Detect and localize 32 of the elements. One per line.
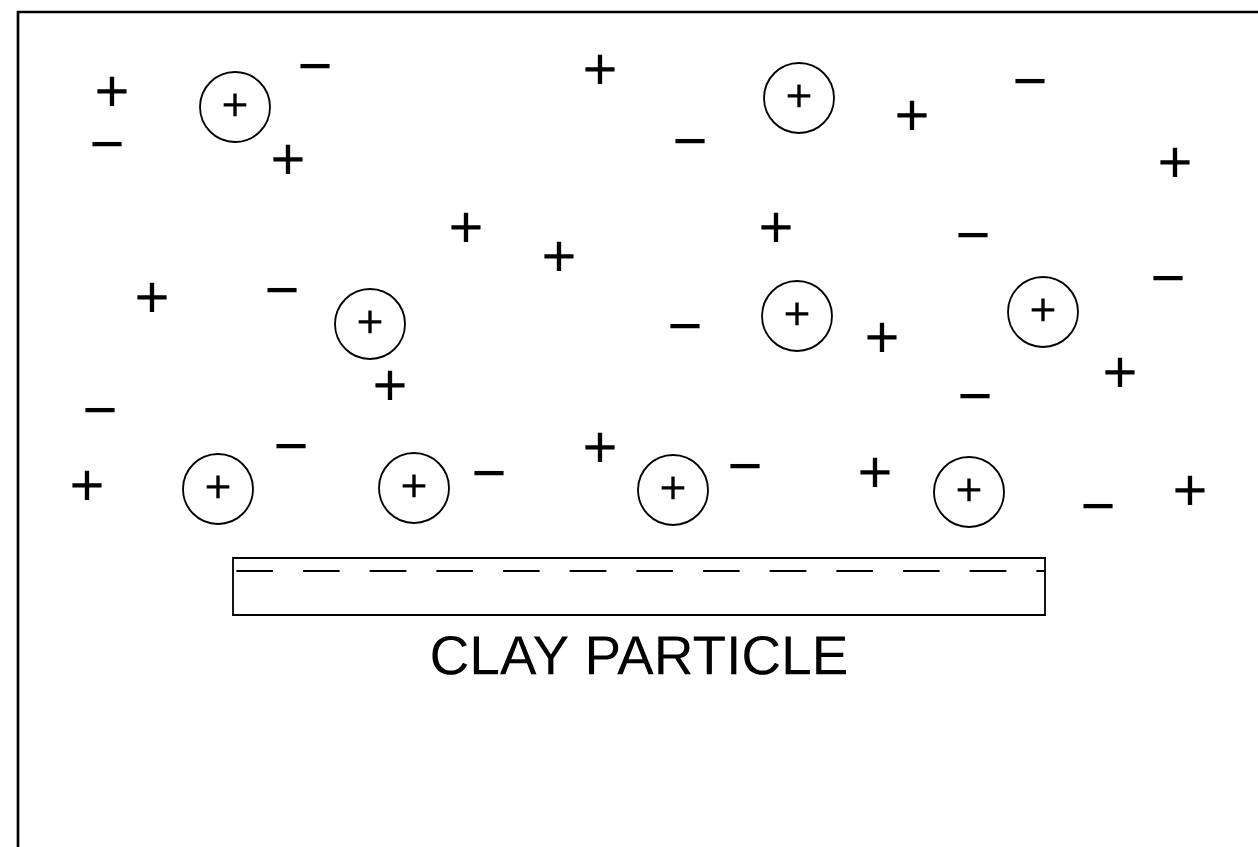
charge-sign: + — [1160, 147, 1190, 178]
charge-sign: + — [451, 212, 481, 243]
charge-sign: + — [585, 432, 615, 463]
charge-sign: − — [670, 323, 700, 329]
charge-sign: + — [375, 370, 405, 401]
charge-sign: − — [1083, 503, 1113, 509]
charge-sign: + — [97, 76, 127, 107]
charge-sign: + — [761, 212, 791, 243]
charge-sign: + — [72, 470, 102, 501]
charge-sign: − — [85, 407, 115, 413]
charge-sign: − — [276, 443, 306, 449]
charge-sign: − — [474, 470, 504, 476]
charge-sign: + — [585, 54, 615, 85]
charge-sign: − — [730, 463, 760, 469]
charge-sign: − — [300, 63, 330, 69]
charge-sign: − — [267, 287, 297, 293]
charge-sign: + — [544, 241, 574, 272]
charge-sign: − — [1153, 275, 1183, 281]
charge-sign: + — [867, 322, 897, 353]
charge-sign: + — [137, 282, 167, 313]
charge-sign: + — [273, 144, 303, 175]
charge-sign: + — [860, 457, 890, 488]
charge-sign: − — [675, 138, 705, 144]
charge-sign: + — [1175, 475, 1205, 506]
charge-sign: − — [1015, 78, 1045, 84]
charge-sign: − — [92, 141, 122, 147]
charge-sign: + — [1105, 357, 1135, 388]
clay-particle-box: CLAY PARTICLE — [232, 557, 1046, 675]
charge-sign: − — [958, 232, 988, 238]
charge-sign: − — [960, 393, 990, 399]
node-label: CLAY PARTICLE — [432, 635, 847, 675]
charge-sign: + — [897, 100, 927, 131]
